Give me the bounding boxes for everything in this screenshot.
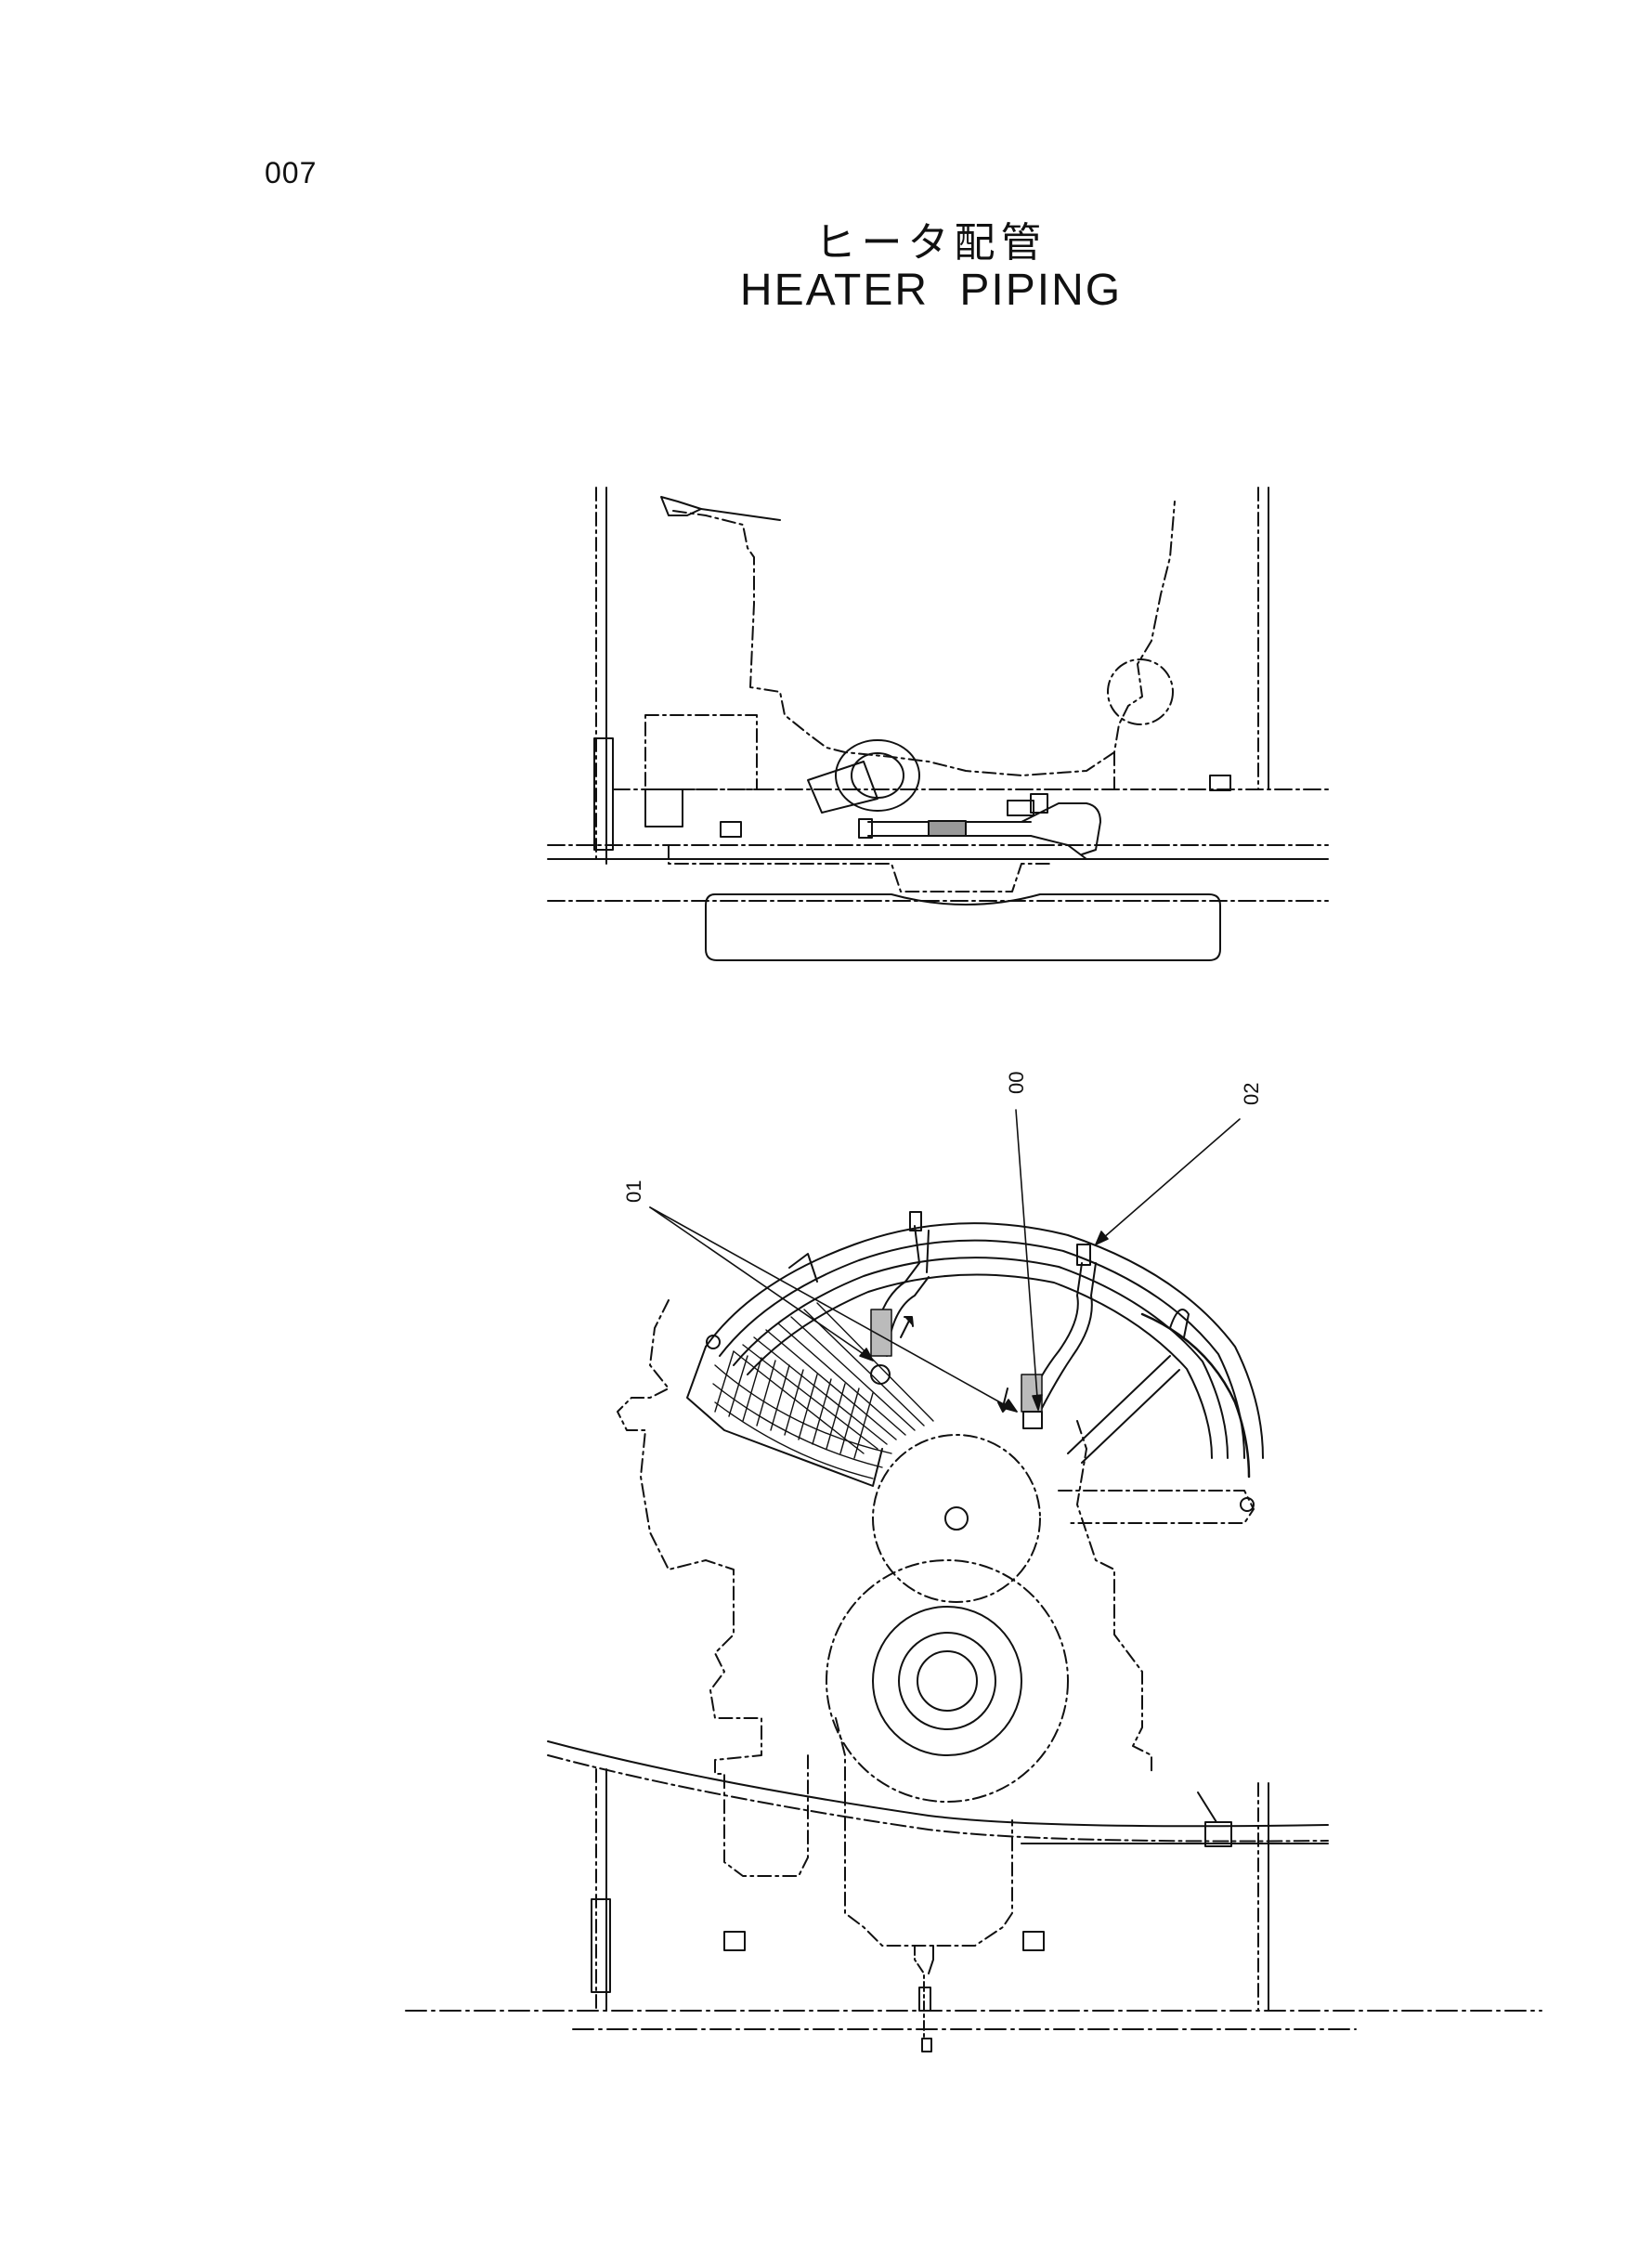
title-japanese: ヒータ配管: [814, 219, 1047, 267]
page-number: 007: [265, 156, 318, 189]
callout-01: 01: [622, 1180, 645, 1203]
top-view: [547, 487, 1329, 961]
callout-00: 00: [1005, 1072, 1028, 1094]
title-english: HEATER PIPING: [739, 266, 1123, 315]
bottom-view: [405, 1211, 1542, 2052]
callout-02: 02: [1240, 1083, 1263, 1105]
callout-leaders: [649, 1109, 1241, 1413]
